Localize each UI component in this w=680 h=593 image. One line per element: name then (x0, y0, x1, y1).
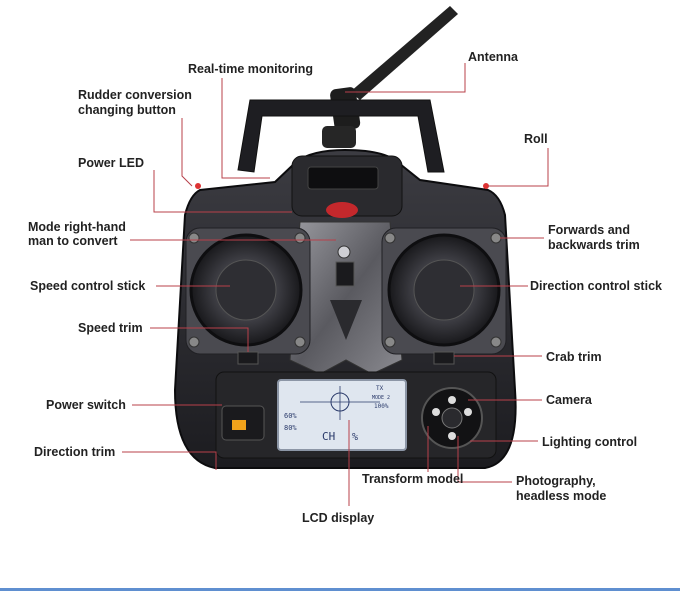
bottom-rule (0, 588, 680, 591)
label-direction-control-stick: Direction control stick (530, 279, 662, 293)
button-cluster (421, 387, 483, 449)
label-forwards-trim-2: backwards trim (548, 238, 640, 252)
crab-trim-switch (433, 351, 455, 365)
antenna-part (322, 6, 458, 148)
lcd-left-value-2: 80% (284, 424, 297, 432)
lcd-mode: MODE 2 (372, 395, 390, 401)
label-speed-control-stick: Speed control stick (30, 279, 146, 293)
label-speed-trim: Speed trim (78, 321, 143, 335)
mode-switch (335, 261, 355, 287)
carry-handle (237, 99, 445, 173)
leader-lines (122, 63, 549, 506)
lcd-percent-sign: % (352, 432, 358, 443)
lcd-screen (277, 379, 407, 451)
label-camera: Camera (546, 393, 592, 407)
label-direction-trim: Direction trim (34, 445, 116, 459)
brand-logo (326, 202, 358, 218)
label-rudder-conversion-2: changing button (78, 103, 176, 117)
label-rudder-conversion-1: Rudder conversion (78, 88, 192, 102)
label-mode-1: Mode right-hand (28, 220, 126, 234)
mode-button (337, 245, 351, 259)
lcd-top-indicator: TX (376, 385, 384, 392)
label-real-time-monitoring: Real-time monitoring (188, 62, 314, 76)
label-crab-trim: Crab trim (546, 350, 602, 364)
label-mode-2: man to convert (28, 234, 118, 248)
label-lighting-control: Lighting control (542, 435, 638, 449)
label-photography-1: Photography, (516, 474, 596, 488)
label-power-led: Power LED (78, 156, 144, 170)
label-photography-2: headless mode (516, 489, 607, 503)
lcd-left-value-1: 60% (284, 412, 297, 420)
label-transform-model: Transform model (362, 472, 464, 486)
label-power-switch: Power switch (46, 398, 126, 412)
label-lcd-display: LCD display (302, 511, 375, 525)
speed-trim-switch (237, 351, 259, 365)
monitoring-window (307, 166, 379, 190)
left-stick-well (185, 227, 311, 355)
label-forwards-trim-1: Forwards and (548, 223, 630, 237)
lcd-right-value: 100% (374, 403, 389, 410)
lcd-channel-label: CH (322, 430, 335, 443)
label-roll: Roll (524, 132, 548, 146)
label-antenna: Antenna (468, 50, 518, 64)
right-stick-well (381, 227, 507, 355)
